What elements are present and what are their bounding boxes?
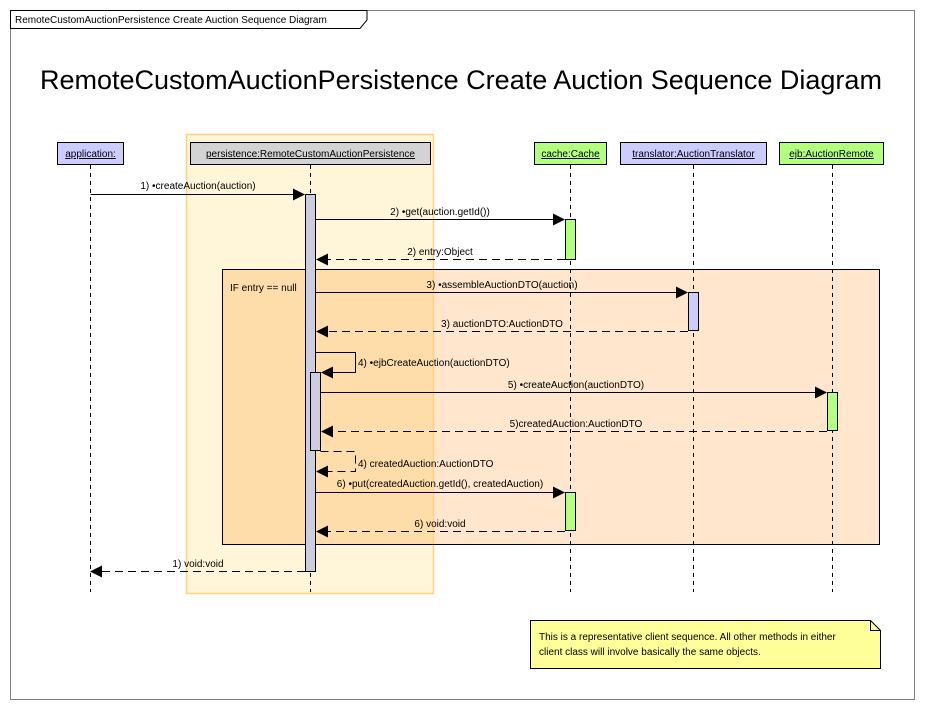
activation-translator	[688, 292, 699, 331]
message-4-self-return[interactable]: 4) createdAuction:AuctionDTO	[316, 451, 494, 478]
message-label: 5)createdAuction:AuctionDTO	[510, 419, 643, 430]
message-label: 3) auctionDTO:AuctionDTO	[441, 319, 563, 330]
message-2-call[interactable]: 2) •get(auction.getId())	[315, 207, 566, 226]
message-label: 5) •createAuction(auctionDTO)	[508, 380, 644, 391]
message-2-return[interactable]: 2) entry:Object	[316, 247, 565, 266]
note-line-1: This is a representative client sequence…	[539, 632, 836, 643]
fragment-guard: IF entry == null	[230, 283, 297, 294]
diagram-title: RemoteCustomAuctionPersistence Create Au…	[40, 65, 882, 95]
lifeline-head-application[interactable]	[57, 142, 124, 165]
frame-tab	[10, 10, 368, 29]
activation-cache-1	[565, 219, 576, 260]
message-4-self-call[interactable]: 4) •ejbCreateAuction(auctionDTO)	[315, 352, 510, 379]
lifeline-label-application: application:	[65, 149, 116, 160]
lifeline-label-cache: cache:Cache	[541, 149, 600, 160]
message-3-call[interactable]: 3) •assembleAuctionDTO(auction)	[315, 280, 689, 299]
message-label: 6) void:void	[414, 519, 465, 530]
lifeline-label-ejb: ejb:AuctionRemote	[789, 149, 874, 160]
message-5-call[interactable]: 5) •createAuction(auctionDTO)	[320, 380, 828, 399]
frame-tab-label: RemoteCustomAuctionPersistence Create Au…	[15, 15, 327, 26]
message-label: 4) createdAuction:AuctionDTO	[358, 459, 494, 470]
message-5-return[interactable]: 5)createdAuction:AuctionDTO	[321, 419, 827, 438]
message-1-call[interactable]: 1) •createAuction(auction)	[90, 181, 306, 201]
message-label: 6) •put(createdAuction.getId(), createdA…	[337, 479, 543, 490]
message-label: 4) •ejbCreateAuction(auctionDTO)	[358, 358, 510, 369]
activation-persistence-nested	[310, 372, 321, 451]
activation-ejb	[827, 392, 838, 431]
lifeline-label-translator: translator:AuctionTranslator	[632, 149, 755, 160]
message-label: 1) •createAuction(auction)	[140, 181, 255, 192]
activation-cache-2	[565, 492, 576, 531]
message-label: 2) entry:Object	[407, 247, 473, 258]
message-3-return[interactable]: 3) auctionDTO:AuctionDTO	[316, 319, 688, 338]
note-line-2: client class will involve basically the …	[539, 647, 761, 658]
lifeline-head-translator[interactable]	[620, 142, 767, 165]
message-label: 3) •assembleAuctionDTO(auction)	[426, 280, 577, 291]
alt-fragment-guard-area	[223, 270, 433, 544]
message-6-return[interactable]: 6) void:void	[316, 519, 565, 538]
message-label: 2) •get(auction.getId())	[390, 207, 490, 218]
lifeline-label-persistence: persistence:RemoteCustomAuctionPersisten…	[206, 149, 415, 160]
lifeline-head-persistence[interactable]	[190, 142, 431, 165]
message-1-return[interactable]: 1) void:void	[90, 559, 305, 578]
note[interactable]: This is a representative client sequence…	[530, 620, 881, 669]
lifeline-head-cache[interactable]	[534, 142, 607, 165]
message-6-call[interactable]: 6) •put(createdAuction.getId(), createdA…	[315, 479, 566, 499]
lifeline-head-ejb[interactable]	[779, 142, 884, 165]
message-label: 1) void:void	[172, 559, 223, 570]
